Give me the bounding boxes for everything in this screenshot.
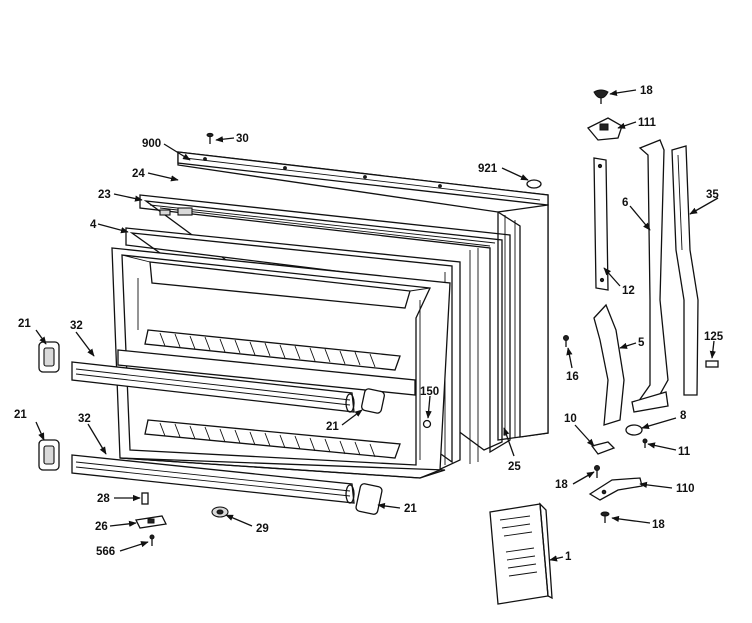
label-921: 921 xyxy=(478,163,498,175)
label-32-lower: 32 xyxy=(78,413,91,425)
hinge-6 xyxy=(631,139,669,413)
screw-150 xyxy=(422,419,432,429)
door-outer-panel xyxy=(177,151,549,441)
label-110: 110 xyxy=(676,483,695,495)
shelf-end-cap-lower-left xyxy=(38,439,60,471)
part-number-labels: 900 30 24 23 4 921 18 111 6 35 12 21 32 … xyxy=(14,85,724,563)
label-10: 10 xyxy=(564,413,577,425)
screw-125 xyxy=(705,360,719,368)
screw-566 xyxy=(149,534,155,546)
label-566: 566 xyxy=(96,546,115,558)
label-6: 6 xyxy=(622,197,628,209)
hinge-110 xyxy=(588,477,643,501)
label-1: 1 xyxy=(565,551,572,563)
shelf-bar-upper xyxy=(71,361,355,413)
shelf-bar-lower xyxy=(71,454,355,504)
door-gasket-frame xyxy=(139,194,511,464)
button-29 xyxy=(211,506,229,518)
bracket-26 xyxy=(135,515,167,529)
label-111: 111 xyxy=(638,117,657,129)
label-21-upper-left: 21 xyxy=(18,318,31,330)
leader-lines xyxy=(35,89,719,562)
door-inner-liner xyxy=(111,227,461,479)
hinge-cover-5 xyxy=(593,303,625,426)
label-16: 16 xyxy=(566,371,579,383)
screw-18-bottom xyxy=(600,511,610,523)
screw-18-middle xyxy=(594,465,600,478)
screw-28 xyxy=(141,492,149,505)
label-23: 23 xyxy=(98,189,111,201)
label-8: 8 xyxy=(680,410,687,422)
label-18-top: 18 xyxy=(640,85,653,97)
label-18-bottom: 18 xyxy=(652,519,665,531)
label-900: 900 xyxy=(142,138,161,150)
label-32-upper: 32 xyxy=(70,320,83,332)
shelf-end-cap-lower-right xyxy=(355,483,383,515)
label-21-middle: 21 xyxy=(326,421,339,433)
label-26: 26 xyxy=(95,521,108,533)
label-28: 28 xyxy=(97,493,110,505)
label-25: 25 xyxy=(508,461,521,473)
label-5: 5 xyxy=(638,337,645,349)
instruction-sheet xyxy=(489,502,553,605)
lower-shelf-ribs xyxy=(144,419,401,459)
label-150: 150 xyxy=(420,386,439,398)
label-21-lower-left: 21 xyxy=(14,409,27,421)
label-18-middle: 18 xyxy=(555,479,568,491)
hinge-pin-10 xyxy=(590,441,616,455)
label-29: 29 xyxy=(256,523,269,535)
washer-8 xyxy=(625,424,643,436)
plug-921 xyxy=(526,179,542,189)
label-24: 24 xyxy=(132,168,145,180)
label-30: 30 xyxy=(236,133,249,145)
shelf-end-cap-upper-left xyxy=(38,341,60,373)
upper-shelf-ribs xyxy=(144,329,401,371)
label-12: 12 xyxy=(622,285,635,297)
hinge-bracket-111 xyxy=(586,117,623,141)
hinge-rail-12 xyxy=(593,157,609,291)
label-11: 11 xyxy=(678,446,691,458)
screw-11 xyxy=(642,438,648,448)
label-125: 125 xyxy=(704,331,724,343)
handle-trim-35 xyxy=(671,145,699,396)
screw-16 xyxy=(563,335,569,347)
label-21-lower-right: 21 xyxy=(404,503,417,515)
label-4: 4 xyxy=(90,219,97,231)
screw-30 xyxy=(206,132,214,144)
screw-18-top xyxy=(593,89,609,104)
label-35: 35 xyxy=(706,189,719,201)
